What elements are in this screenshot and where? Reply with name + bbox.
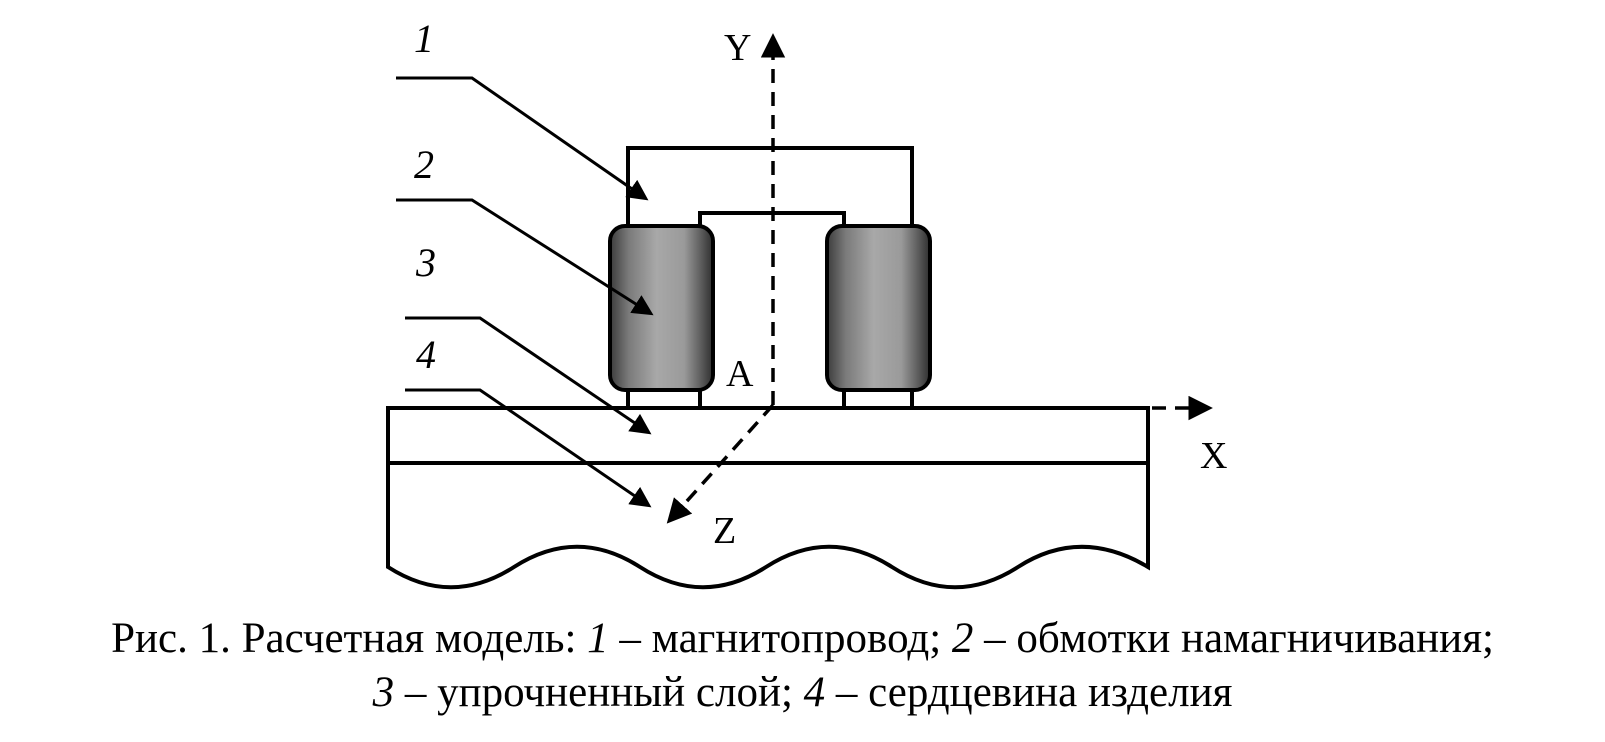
caption-text-4: – сердцевина изделия [825, 669, 1233, 716]
leader-number-4: 4 [416, 332, 436, 377]
x-axis-label: X [1200, 435, 1227, 477]
leader-1 [396, 76, 649, 201]
point-a-label: A [726, 353, 754, 395]
leader-4 [405, 388, 652, 508]
caption-number-3: 3 [372, 669, 395, 716]
z-axis [666, 403, 775, 524]
caption-text-2: – обмотки намагничивания; [973, 615, 1494, 662]
leader-number-1: 1 [414, 16, 434, 61]
caption-line-1: Рис. 1. Расчетная модель: 1 – магнитопро… [0, 612, 1605, 666]
calculation-model-diagram: Y X Z A 1 2 3 4 [386, 16, 1227, 590]
leader-number-3: 3 [415, 240, 436, 285]
leader-3 [405, 316, 652, 435]
caption-number-2: 2 [951, 615, 974, 662]
caption-number-1: 1 [587, 615, 609, 662]
leader-2 [396, 198, 654, 316]
caption-line-2: 3 – упрочненный слой; 4 – сердцевина изд… [0, 666, 1605, 720]
left-coil [608, 224, 715, 392]
right-coil [825, 224, 932, 392]
caption-text-1: – магнитопровод; [608, 615, 952, 662]
caption-text-3: – упрочненный слой; [394, 669, 804, 716]
caption-prefix: Рис. 1. Расчетная модель: [111, 615, 588, 662]
z-axis-label: Z [713, 510, 736, 552]
leader-number-2: 2 [414, 142, 434, 187]
workpiece-core [386, 406, 1150, 590]
y-axis-label: Y [724, 27, 751, 69]
caption-number-4: 4 [803, 669, 826, 716]
figure-caption: Рис. 1. Расчетная модель: 1 – магнитопро… [0, 612, 1605, 720]
